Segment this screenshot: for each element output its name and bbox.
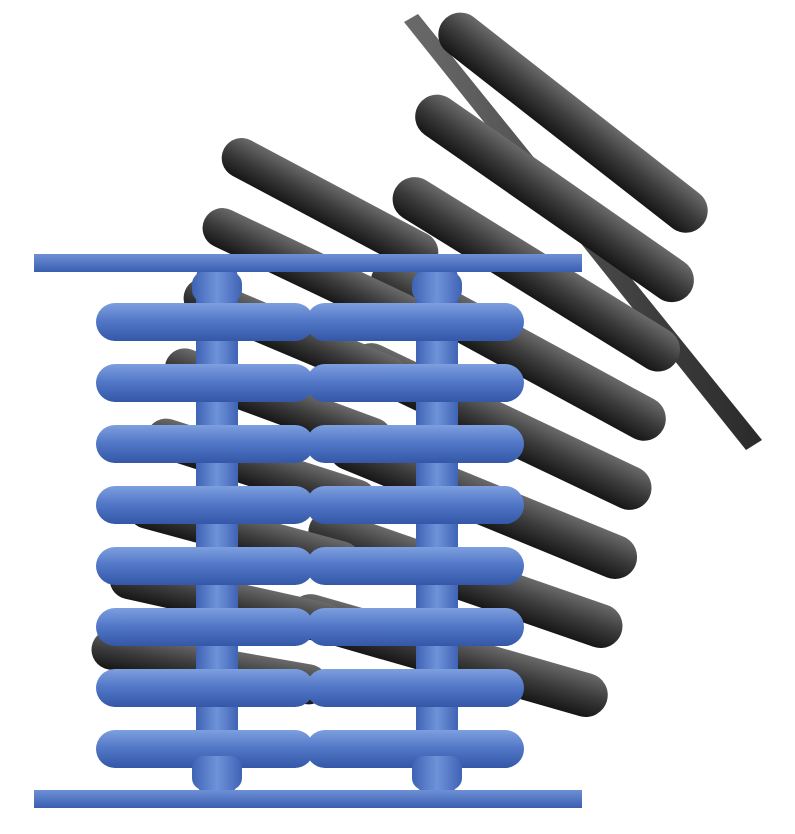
gray-fin-row (415, 94, 694, 303)
blue-fin (96, 486, 314, 524)
blue-fin (96, 547, 314, 585)
blue-top-plate (34, 254, 582, 272)
blue-post (416, 262, 458, 796)
blue-fin (306, 608, 524, 646)
gray-fin-row (392, 177, 680, 372)
blue-fin (306, 669, 524, 707)
blue-fin (306, 730, 524, 768)
blue-fin (306, 486, 524, 524)
blue-post (196, 262, 238, 796)
gray-fin (415, 94, 694, 303)
blue-fin (96, 303, 314, 341)
blue-post-neck (412, 756, 462, 790)
blue-bottom-plate (34, 790, 582, 808)
blue-post-neck (192, 272, 242, 302)
blue-fin (306, 303, 524, 341)
gray-fin-row-inner (221, 138, 439, 272)
blue-post-neck (192, 756, 242, 790)
gray-fin (392, 177, 680, 372)
gray-fin (438, 12, 708, 233)
blue-fin (306, 364, 524, 402)
blue-post-neck (412, 272, 462, 302)
gray-fin (221, 138, 439, 272)
blue-fin (96, 364, 314, 402)
blue-fin (96, 730, 314, 768)
blue-fin (96, 425, 314, 463)
blue-fin (306, 425, 524, 463)
blue-fin (96, 669, 314, 707)
undeformed-structure (34, 254, 582, 808)
blue-fin (306, 547, 524, 585)
blue-fin (96, 608, 314, 646)
gray-fin-row (438, 12, 708, 233)
